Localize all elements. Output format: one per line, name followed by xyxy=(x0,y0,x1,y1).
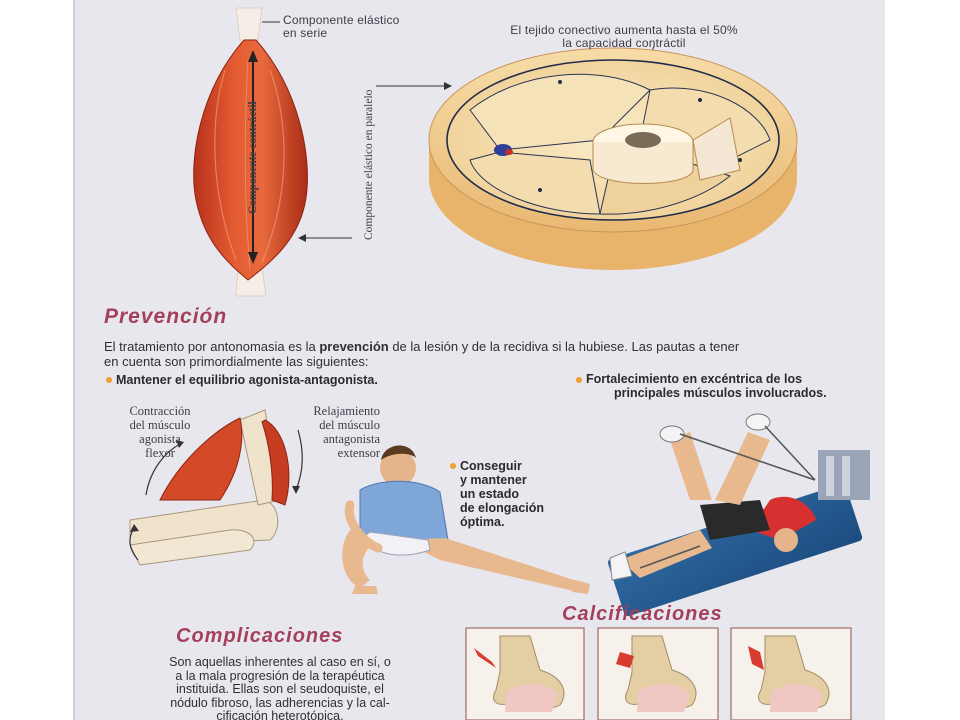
bullet-eccentric: Fortalecimiento en excéntrica de los pri… xyxy=(586,372,827,400)
bullet-3-dot xyxy=(450,463,456,469)
contractile-component-label: Componente contráctil xyxy=(247,101,259,214)
bullet-balance: Mantener el equilibrio agonista-antagoni… xyxy=(116,373,378,387)
bullet-2-dot xyxy=(576,377,582,383)
parallel-elastic-label: Componente elástico en paralelo xyxy=(363,89,375,240)
bullet-elongation: Conseguir y mantener un estado de elonga… xyxy=(460,459,545,529)
antagonist-label: Relajamiento del músculo antagonista ext… xyxy=(313,404,380,460)
calcifications-heading: Calcificaciones xyxy=(562,603,723,625)
page-edge xyxy=(73,0,75,720)
bullet-1-dot xyxy=(106,377,112,383)
agonist-label: Contracción del músculo agonista flexor xyxy=(129,404,191,460)
elastic-series-label: Componente elástico en serie xyxy=(283,13,400,40)
prevention-intro: El tratamiento por antonomasia es la pre… xyxy=(104,339,740,369)
prevention-heading: Prevención xyxy=(104,305,228,328)
connective-tissue-label: El tejido conectivo aumenta hasta el 50%… xyxy=(510,23,738,50)
complications-text: Son aquellas inherentes al caso en sí, o… xyxy=(169,655,391,720)
complications-heading: Complicaciones xyxy=(176,625,344,647)
